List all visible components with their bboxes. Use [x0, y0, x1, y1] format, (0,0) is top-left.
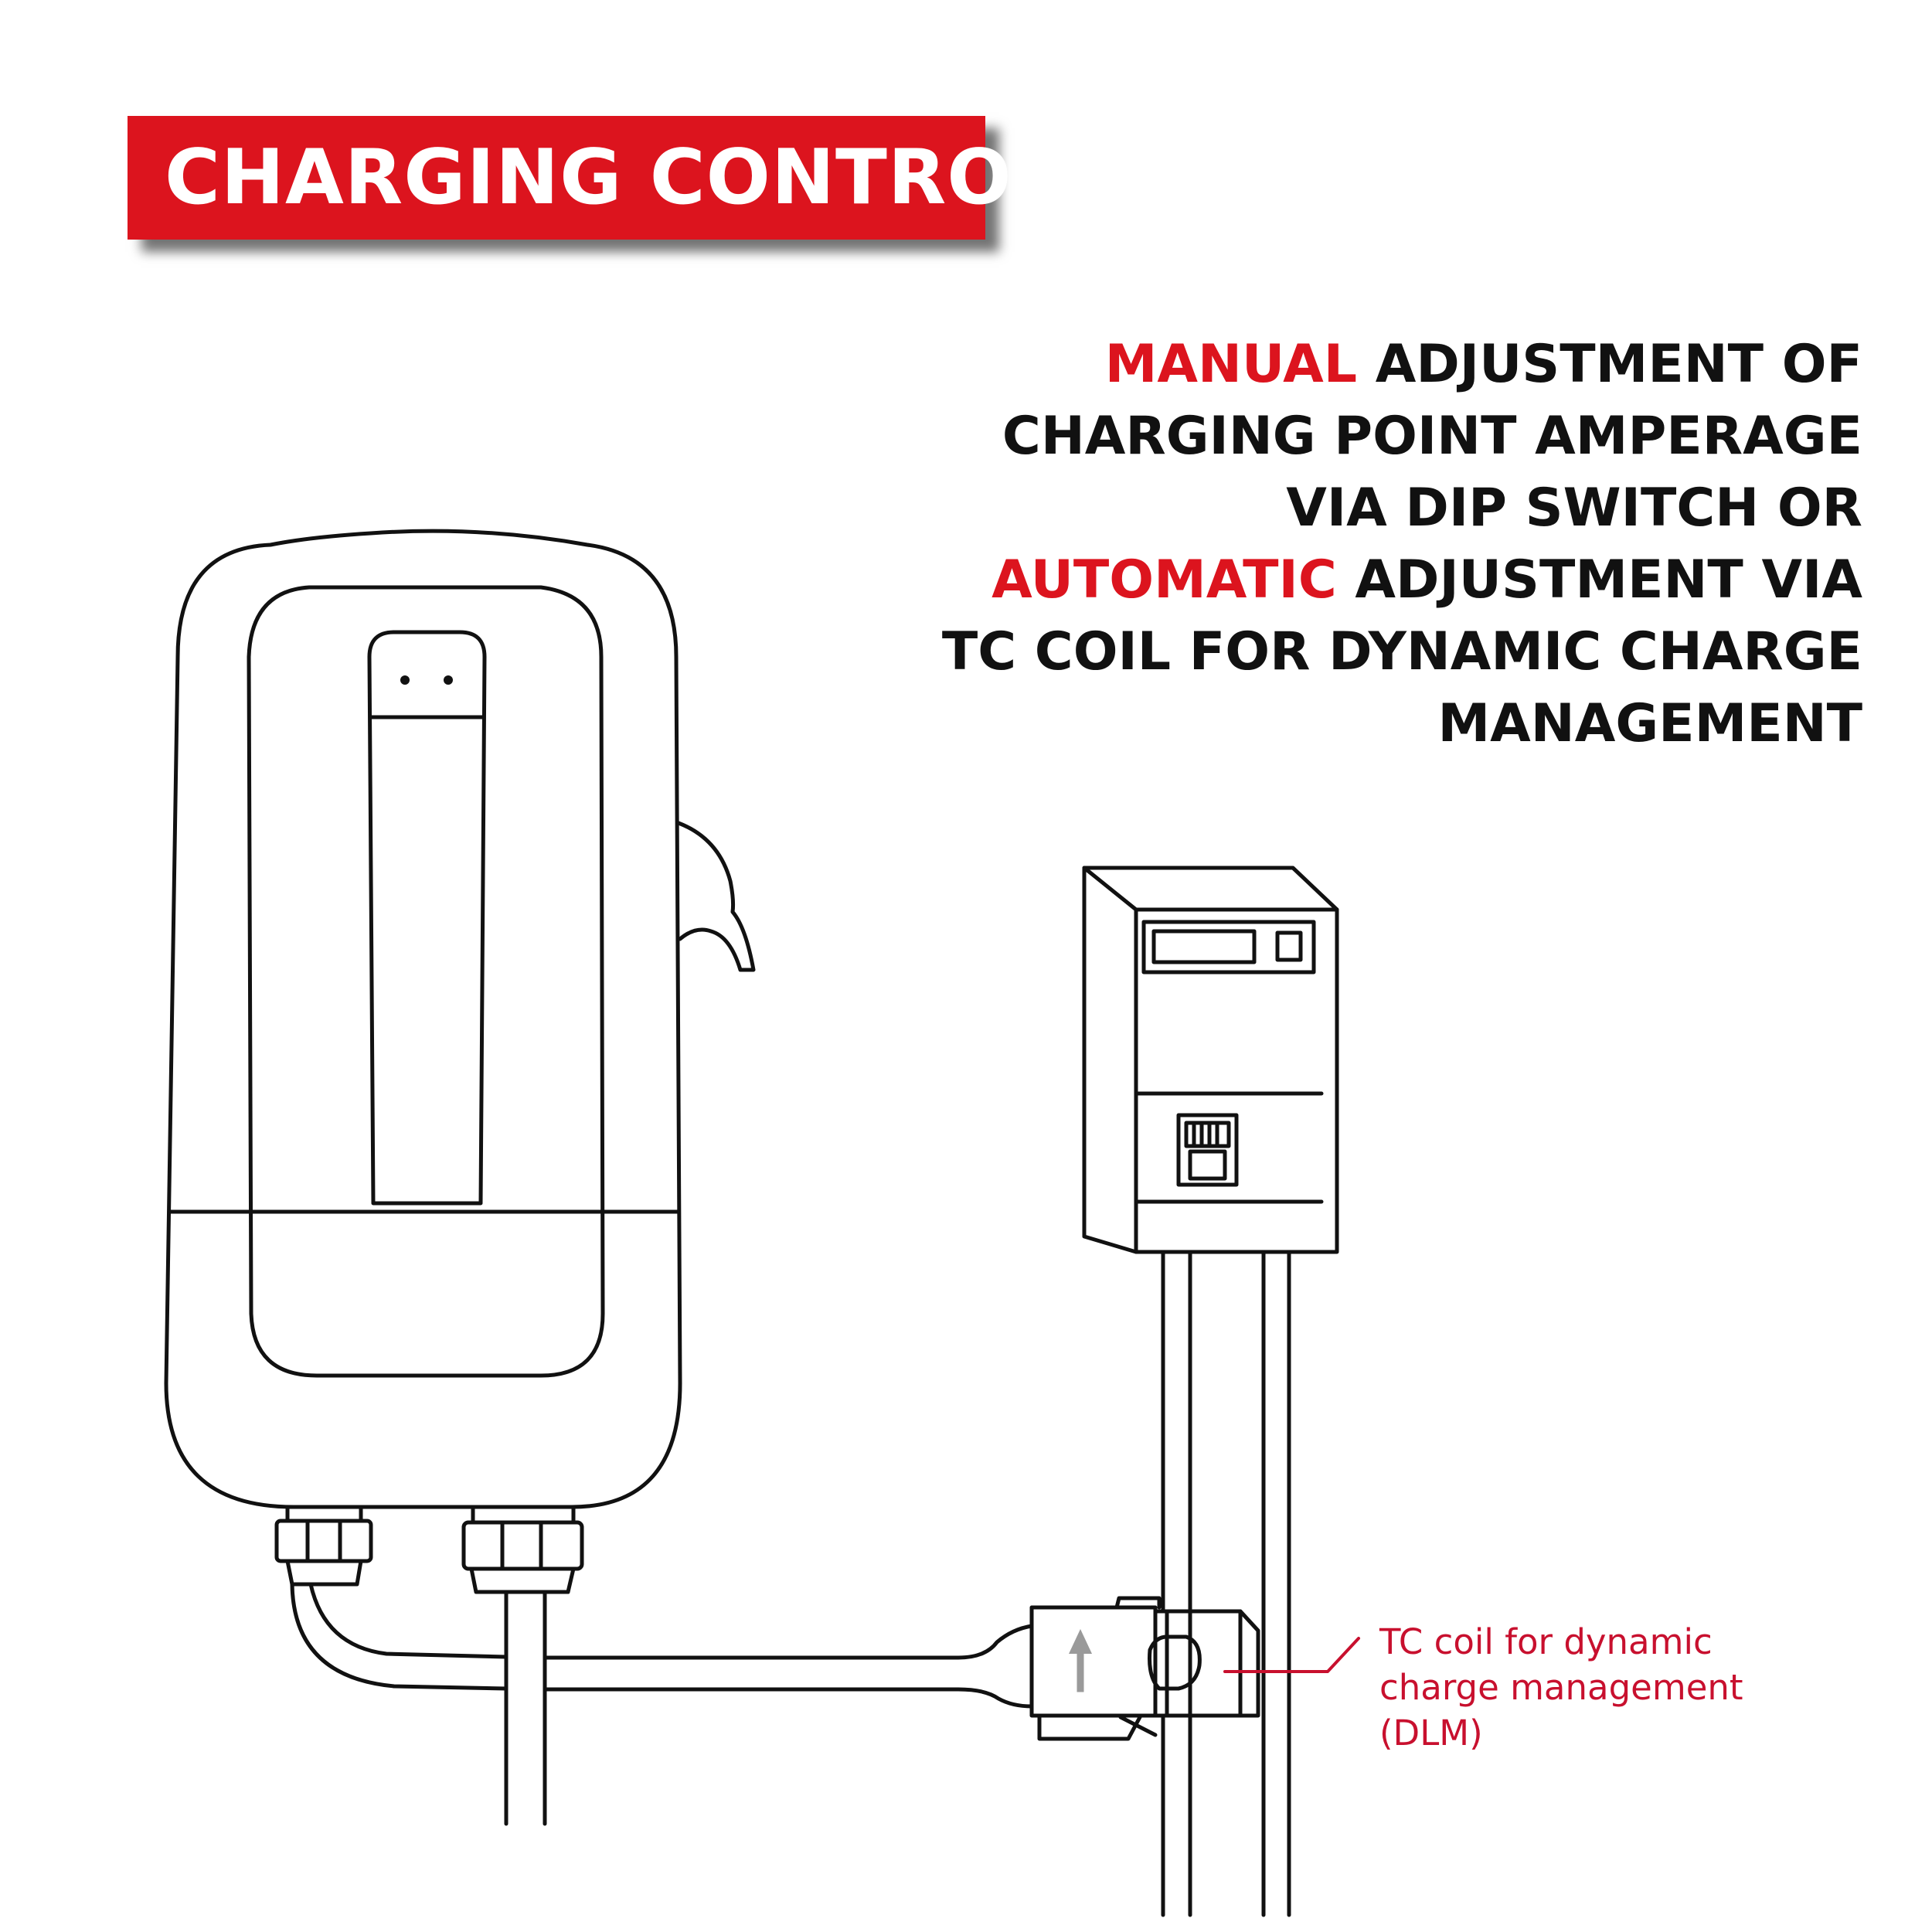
rj-port	[1176, 1113, 1239, 1187]
callout-line-2: charge management	[1379, 1667, 1743, 1708]
headline-line-5: TC COIL FOR DYNAMIC CHARGE	[941, 621, 1862, 682]
wallbox-charger	[164, 529, 756, 1509]
title-banner: CHARGING CONTROL	[128, 116, 1060, 240]
sensor-cable-upper	[308, 1582, 1034, 1660]
cable-gland-right	[461, 1505, 584, 1594]
callout-line-1: TC coil for dynamic	[1379, 1621, 1713, 1662]
headline-line-1: MANUAL ADJUSTMENT OF	[781, 328, 1862, 400]
dlm-callout: TC coil for dynamic charge management (D…	[1379, 1619, 1812, 1756]
headline-line-1-rest: ADJUSTMENT OF	[1357, 334, 1862, 395]
tc-coil-lower-jaw	[1037, 1713, 1142, 1741]
tc-coil-front-body	[1029, 1605, 1158, 1718]
led-indicator-left	[400, 675, 410, 685]
board-top-face	[1082, 866, 1339, 912]
tc-coil-direction-arrow-icon	[1069, 1629, 1092, 1692]
headline-accent-automatic: AUTOMATIC	[992, 549, 1337, 611]
headline-accent-manual: MANUAL	[1104, 334, 1358, 395]
board-side-face	[1082, 866, 1138, 1254]
headline-line-6: MANAGEMENT	[1437, 693, 1862, 754]
callout-leader-line	[1223, 1637, 1360, 1673]
headline-line-4: AUTOMATIC ADJUSTMENT VIA	[781, 544, 1862, 616]
headline-line-2: CHARGING POINT AMPERAGE	[1002, 406, 1862, 467]
callout-line-3: (DLM)	[1379, 1713, 1483, 1753]
tc-coil-clamp	[1029, 1596, 1260, 1741]
led-indicator-right	[444, 675, 453, 685]
headline: MANUAL ADJUSTMENT OF CHARGING POINT AMPE…	[781, 328, 1862, 760]
tc-coil-rear-jaw	[1153, 1609, 1260, 1718]
meter-button	[1275, 930, 1303, 962]
cable-holder-hook	[676, 821, 756, 972]
wallbox-inner-panel	[247, 585, 605, 1378]
wallbox-status-window	[367, 630, 487, 1206]
wallbox-body-outline	[164, 529, 682, 1509]
distribution-board	[1082, 866, 1339, 1254]
tc-coil-conductor-hole	[1148, 1634, 1202, 1691]
meter-display-screen	[1151, 929, 1257, 964]
tc-coil-clip-top	[1114, 1596, 1162, 1610]
headline-line-3: VIA DIP SWITCH OR	[1286, 478, 1862, 539]
banner-title: CHARGING CONTROL	[165, 134, 1062, 222]
board-front-face	[1134, 907, 1339, 1254]
headline-line-4-rest: ADJUSTMENT VIA	[1336, 549, 1862, 611]
sensor-cable-lower	[290, 1582, 1034, 1709]
cable-gland-left	[274, 1505, 373, 1587]
meter-display-frame	[1141, 920, 1316, 975]
